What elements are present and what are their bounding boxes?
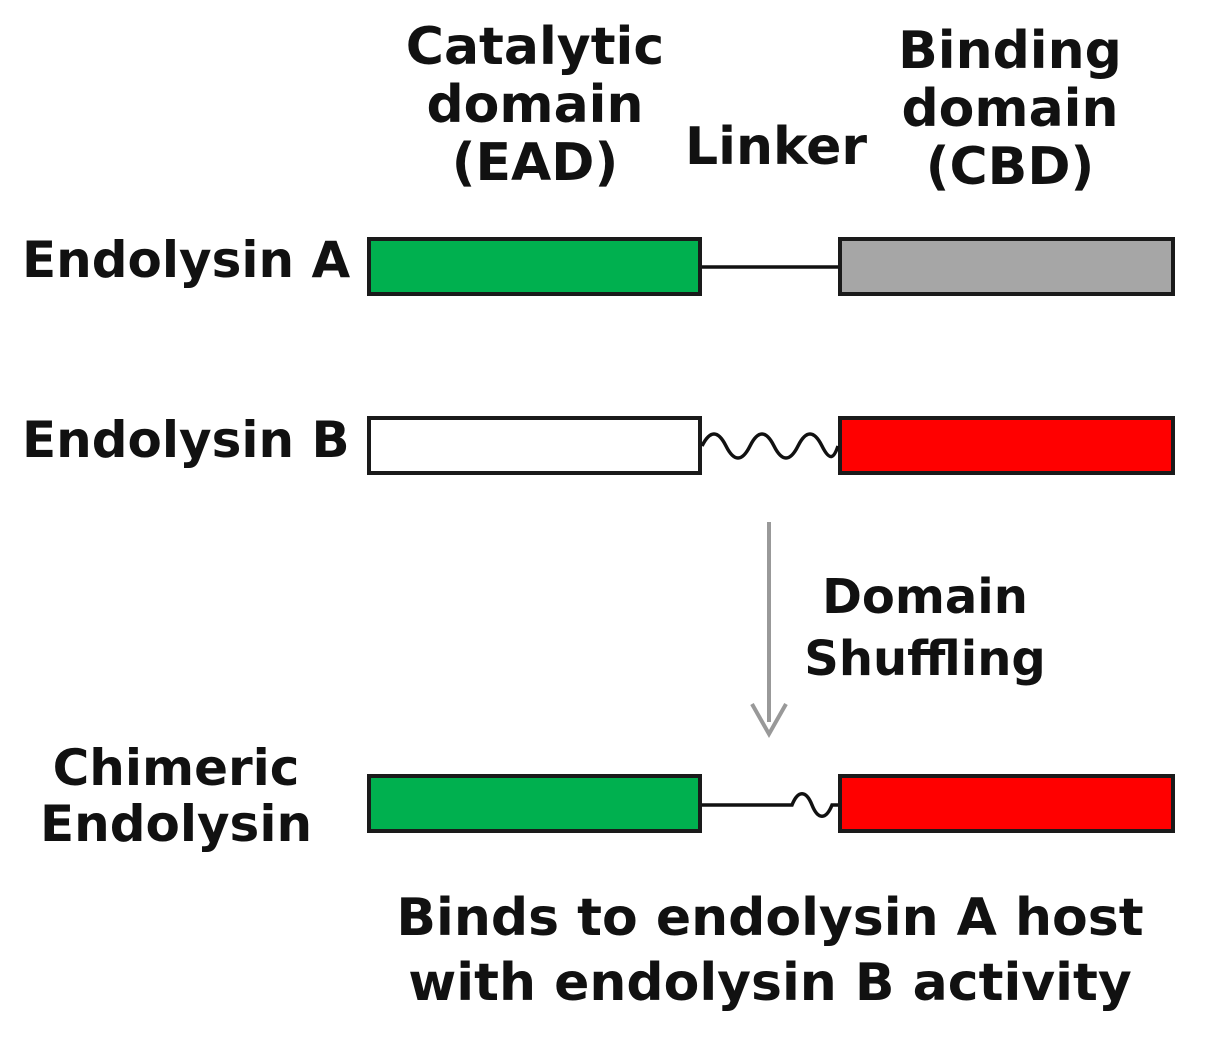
catalytic-header-line-3: (EAD) xyxy=(451,133,619,194)
result-caption: Binds to endolysin A host with endolysin… xyxy=(360,886,1180,1016)
endolysin-a-label: Endolysin A xyxy=(22,231,351,289)
domain-shuffling-line-2: Shuffling xyxy=(804,631,1046,688)
endolysin-a-catalytic-block xyxy=(367,237,702,296)
result-caption-line-2: with endolysin B activity xyxy=(408,953,1132,1013)
endolysin-a-binding-block xyxy=(838,237,1175,296)
chimeric-label-line-1: Chimeric xyxy=(52,739,300,797)
catalytic-header-line-2: domain xyxy=(426,75,644,136)
chimeric-label-line-2: Endolysin xyxy=(39,795,313,853)
chimeric-binding-block xyxy=(838,774,1175,833)
endolysin-b-catalytic-block xyxy=(367,416,702,475)
chimeric-catalytic-block xyxy=(367,774,702,833)
catalytic-domain-header: Catalytic domain (EAD) xyxy=(385,18,685,193)
endolysin-b-wavy-linker xyxy=(700,432,840,460)
binding-header-line-3: (CBD) xyxy=(925,137,1095,198)
binding-header-line-2: domain xyxy=(901,79,1119,140)
linker-header: Linker xyxy=(685,117,868,177)
catalytic-header-line-1: Catalytic xyxy=(405,17,665,77)
domain-shuffling-label: Domain Shuffling xyxy=(800,566,1050,691)
down-arrow-icon xyxy=(750,703,788,739)
result-caption-line-1: Binds to endolysin A host xyxy=(396,888,1144,948)
chimeric-endolysin-label: Chimeric Endolysin xyxy=(36,740,316,852)
domain-shuffling-line-1: Domain xyxy=(822,569,1028,625)
endolysin-b-binding-block xyxy=(838,416,1175,475)
binding-domain-header: Binding domain (CBD) xyxy=(860,22,1160,197)
binding-header-line-1: Binding xyxy=(898,21,1122,81)
chimeric-mixed-linker xyxy=(702,792,838,818)
endolysin-b-label: Endolysin B xyxy=(22,411,350,469)
